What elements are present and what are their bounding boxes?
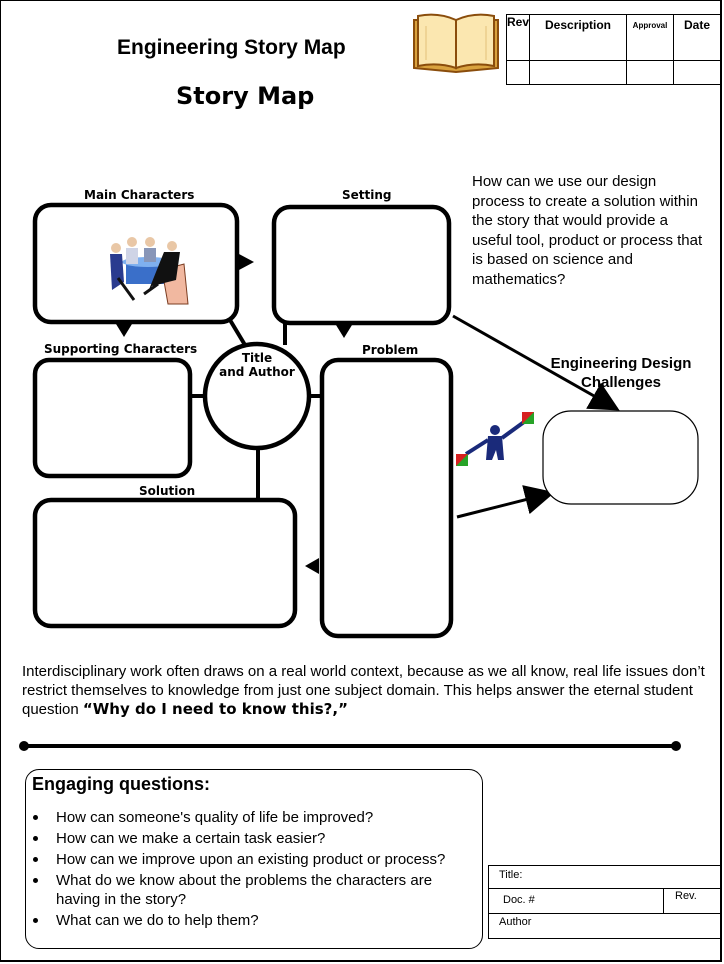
setting-label: Setting [342, 188, 392, 202]
doc-number-label: Doc. # [503, 894, 535, 906]
title-label-line2: and Author [219, 365, 295, 379]
connector-lines [190, 318, 322, 500]
rev-cell[interactable] [505, 60, 531, 85]
engaging-questions-list: How can someone's quality of life be imp… [30, 808, 480, 932]
meeting-people-icon [110, 237, 189, 305]
design-question-text: How can we use our design process to cre… [472, 173, 703, 288]
list-item: How can we improve upon an existing prod… [30, 850, 480, 869]
list-item: What can we do to help them? [30, 911, 480, 930]
open-book-icon [413, 13, 499, 74]
divider-line [19, 741, 681, 751]
triangle-down-marker [116, 324, 132, 337]
title-author-label: Title and Author [214, 351, 300, 379]
supporting-characters-label: Supporting Characters [44, 342, 198, 356]
title-label-line1: Title [241, 351, 273, 365]
list-item: What do we know about the problems the c… [30, 871, 480, 909]
description-cell[interactable] [529, 60, 628, 85]
author-field-label: Author [499, 916, 532, 928]
edc-line2: Challenges [580, 374, 662, 391]
flag-signaler-icon [456, 412, 534, 466]
design-challenge-box[interactable] [542, 410, 699, 505]
triangle-down-marker [336, 325, 352, 338]
problem-box[interactable] [319, 357, 454, 639]
supporting-characters-box[interactable] [32, 357, 193, 479]
title-field-label: Title: [499, 869, 523, 881]
paragraph-text: Interdisciplinary work often draws on a … [22, 663, 705, 718]
list-item: How can we make a certain task easier? [30, 829, 480, 848]
triangle-right-marker [239, 254, 254, 270]
triangle-left-marker [305, 558, 319, 574]
solution-label: Solution [139, 484, 196, 498]
story-map-diagram [32, 202, 699, 639]
rev-divider [663, 889, 664, 914]
author-row[interactable]: Author [489, 914, 721, 938]
arrow-to-challenges [456, 485, 555, 519]
rev-field-label: Rev. [675, 890, 697, 902]
solution-box[interactable] [32, 497, 298, 629]
approval-cell[interactable] [626, 60, 675, 85]
engaging-questions-title: Engaging questions: [32, 774, 210, 794]
list-item: How can someone's quality of life be imp… [30, 808, 480, 827]
problem-label: Problem [362, 343, 419, 357]
document-title: Engineering Story Map [117, 36, 346, 59]
engineering-design-challenges-label: Engineering Design Challenges [546, 354, 696, 392]
paragraph-emphasis: “Why do I need to know this?,” [82, 700, 348, 718]
engaging-questions-box [25, 769, 483, 949]
doc-row[interactable]: Doc. # Rev. [489, 889, 721, 914]
arrow-to-challenges [452, 314, 620, 411]
revision-table: Rev Description Approval Date [505, 14, 722, 85]
rev-header: Rev [505, 14, 531, 61]
main-characters-label: Main Characters [84, 188, 195, 202]
title-row[interactable]: Title: [489, 866, 721, 889]
edc-line1: Engineering Design [550, 355, 692, 372]
title-author-circle[interactable] [202, 341, 312, 451]
title-block: Title: Doc. # Rev. Author [488, 865, 722, 939]
setting-box[interactable] [271, 204, 452, 326]
story-map-heading: Story Map [176, 82, 315, 110]
interdisciplinary-paragraph: Interdisciplinary work often draws on a … [22, 663, 712, 720]
date-cell[interactable] [673, 60, 722, 85]
